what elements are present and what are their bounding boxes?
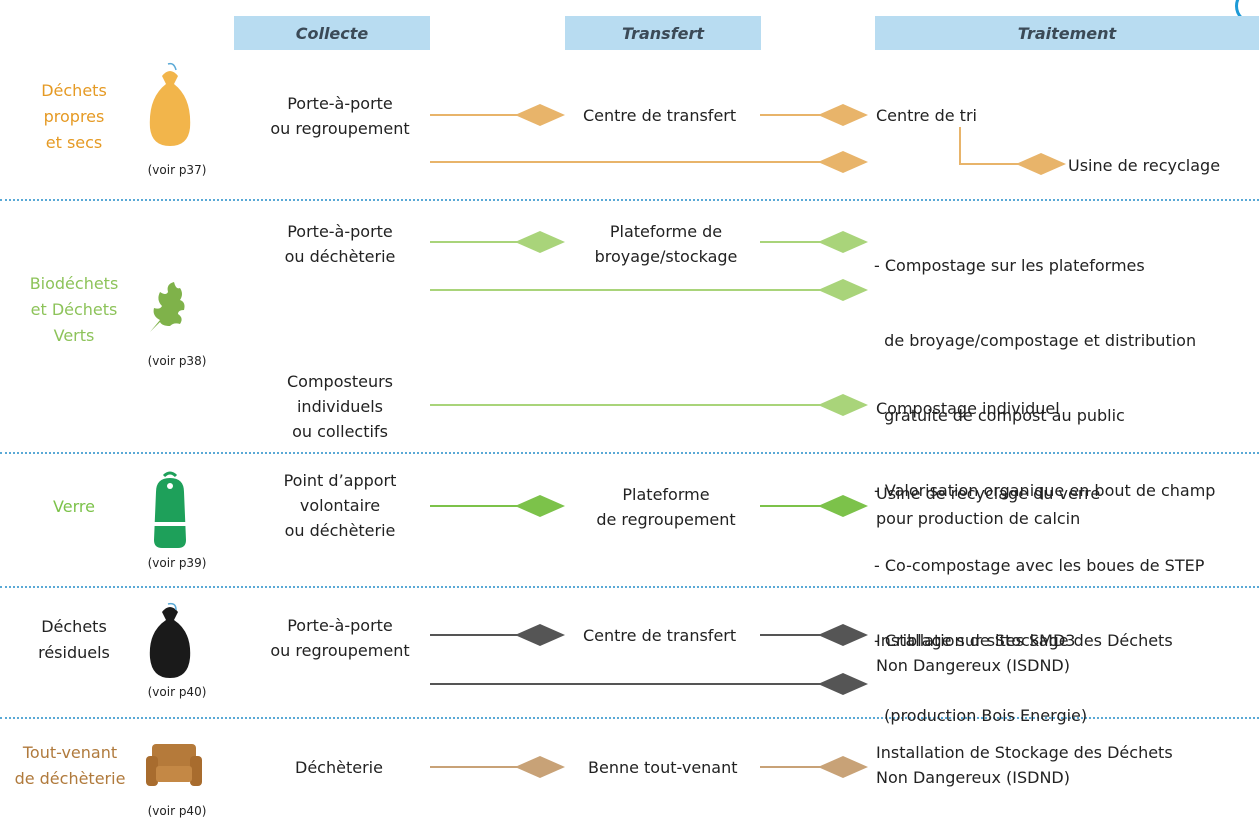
text-line: Usine de recyclage du verre [876, 484, 1101, 503]
category-line: Biodéchets [29, 274, 119, 293]
traitement-text: Installation de Stockage des Déchets Non… [876, 628, 1173, 678]
text-line: gratuite de compost au public [874, 406, 1125, 425]
traitement-text-2: Compostage individuel [876, 399, 1060, 418]
category-line: Verre [53, 497, 95, 516]
header-collecte: Collecte [234, 16, 430, 50]
black-bag-icon [149, 602, 191, 678]
traitement-text: Centre de tri [876, 106, 977, 125]
text-line: volontaire [299, 496, 381, 515]
text-line: Porte-à-porte [287, 222, 393, 241]
oak-leaf-icon [150, 282, 185, 332]
text-line: ou regroupement [270, 119, 410, 138]
text-line: Composteurs [287, 372, 393, 391]
traitement-text-2: Usine de recyclage [1068, 156, 1221, 175]
transfert-text: Plateforme de regroupement [576, 482, 756, 532]
collecte-text-2: Composteurs individuels ou collectifs [250, 369, 430, 444]
category-verre: Verre [20, 494, 128, 520]
category-line: Verts [53, 326, 95, 345]
page-ref: (voir p37) [147, 163, 207, 177]
category-line: Déchets [41, 81, 107, 100]
text-line: Porte-à-porte [287, 616, 393, 635]
text-line: broyage/stockage [594, 247, 738, 266]
collecte-text: Point d’apport volontaire ou déchèterie [250, 468, 430, 543]
text-line: Porte-à-porte [287, 94, 393, 113]
yellow-bag-icon [149, 62, 191, 146]
collecte-text: Déchèterie [295, 758, 383, 777]
text-line: Plateforme de [609, 222, 723, 241]
text-line: (production Bois Energie) [874, 706, 1088, 725]
traitement-text: Installation de Stockage des Déchets Non… [876, 740, 1173, 790]
collecte-text: Porte-à-porte ou déchèterie [250, 219, 430, 269]
text-line: - Criblage sur sites SMD3 [874, 631, 1076, 650]
text-line: ou déchèterie [284, 247, 396, 266]
traitement-list: - Compostage sur les plateformes de broy… [874, 203, 1215, 753]
text-line: de regroupement [596, 510, 736, 529]
category-line: et secs [45, 133, 103, 152]
text-line: Plateforme [622, 485, 710, 504]
text-line: de broyage/compostage et distribution [874, 331, 1197, 350]
traitement-text: Usine de recyclage du verre pour product… [876, 481, 1100, 531]
text-line: - Compostage sur les plateformes [874, 256, 1145, 275]
text-line: Non Dangereux (ISDND) [876, 656, 1070, 675]
category-dechets-residuels: Déchets résiduels [20, 614, 128, 666]
category-line: Tout-venant [22, 743, 118, 762]
sofa-icon [146, 744, 202, 786]
text-line: - Co-compostage avec les boues de STEP [874, 556, 1205, 575]
row-separator [0, 199, 1259, 201]
category-biodechets: Biodéchets et Déchets Verts [18, 271, 130, 349]
collecte-text: Porte-à-porte ou regroupement [250, 91, 430, 141]
category-line: propres [43, 107, 105, 126]
header-traitement: Traitement [875, 16, 1259, 50]
header-transfert: Transfert [565, 16, 761, 50]
category-line: de déchèterie [14, 769, 126, 788]
text-line: pour production de calcin [876, 509, 1081, 528]
transfert-text: Centre de transfert [583, 106, 737, 125]
text-line: ou collectifs [292, 422, 388, 441]
category-tout-venant: Tout-venant de déchèterie [4, 740, 136, 792]
transfert-text: Benne tout-venant [588, 758, 738, 777]
text-line: Non Dangereux (ISDND) [876, 768, 1070, 787]
page-ref: (voir p38) [147, 354, 207, 368]
text-line: - Valorisation organique en bout de cham… [874, 481, 1216, 500]
page-ref: (voir p40) [147, 685, 207, 699]
category-line: résiduels [38, 643, 110, 662]
row-separator [0, 586, 1259, 588]
page-ref: (voir p39) [147, 556, 207, 570]
row-separator [0, 452, 1259, 454]
row-separator [0, 717, 1259, 719]
page-ref: (voir p40) [147, 804, 207, 818]
text-line: Installation de Stockage des Déchets [876, 631, 1173, 650]
text-line: ou déchèterie [284, 521, 396, 540]
transfert-text: Plateforme de broyage/stockage [576, 219, 756, 269]
transfert-text: Centre de transfert [583, 626, 737, 645]
text-line: ou regroupement [270, 641, 410, 660]
category-dechets-propres: Déchets propres et secs [20, 78, 128, 156]
text-line: individuels [296, 397, 384, 416]
category-line: Déchets [41, 617, 107, 636]
collecte-text: Porte-à-porte ou regroupement [250, 613, 430, 663]
category-line: et Déchets [30, 300, 118, 319]
glass-container-icon [150, 471, 190, 548]
text-line: Point d’apport [283, 471, 397, 490]
text-line: Installation de Stockage des Déchets [876, 743, 1173, 762]
